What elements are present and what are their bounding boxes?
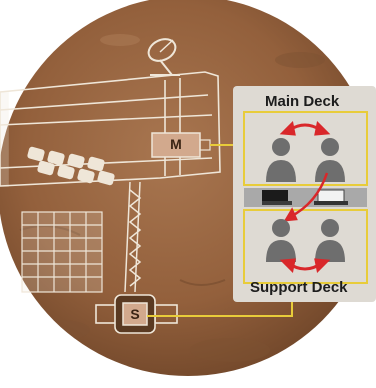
main-module-label: M (152, 136, 200, 152)
support-deck-label: Support Deck (250, 279, 348, 296)
support-deck-frame (244, 210, 367, 283)
swap-arrow-icon (283, 260, 327, 270)
computer-monitor-icon (262, 190, 292, 205)
person-icon (266, 219, 296, 262)
person-icon (266, 138, 296, 182)
person-icon (315, 219, 345, 262)
main-deck-frame (244, 112, 367, 185)
swap-arrow-icon (283, 124, 327, 134)
person-icon (315, 138, 345, 182)
support-module-label: S (123, 306, 147, 322)
main-deck-label: Main Deck (265, 93, 339, 110)
